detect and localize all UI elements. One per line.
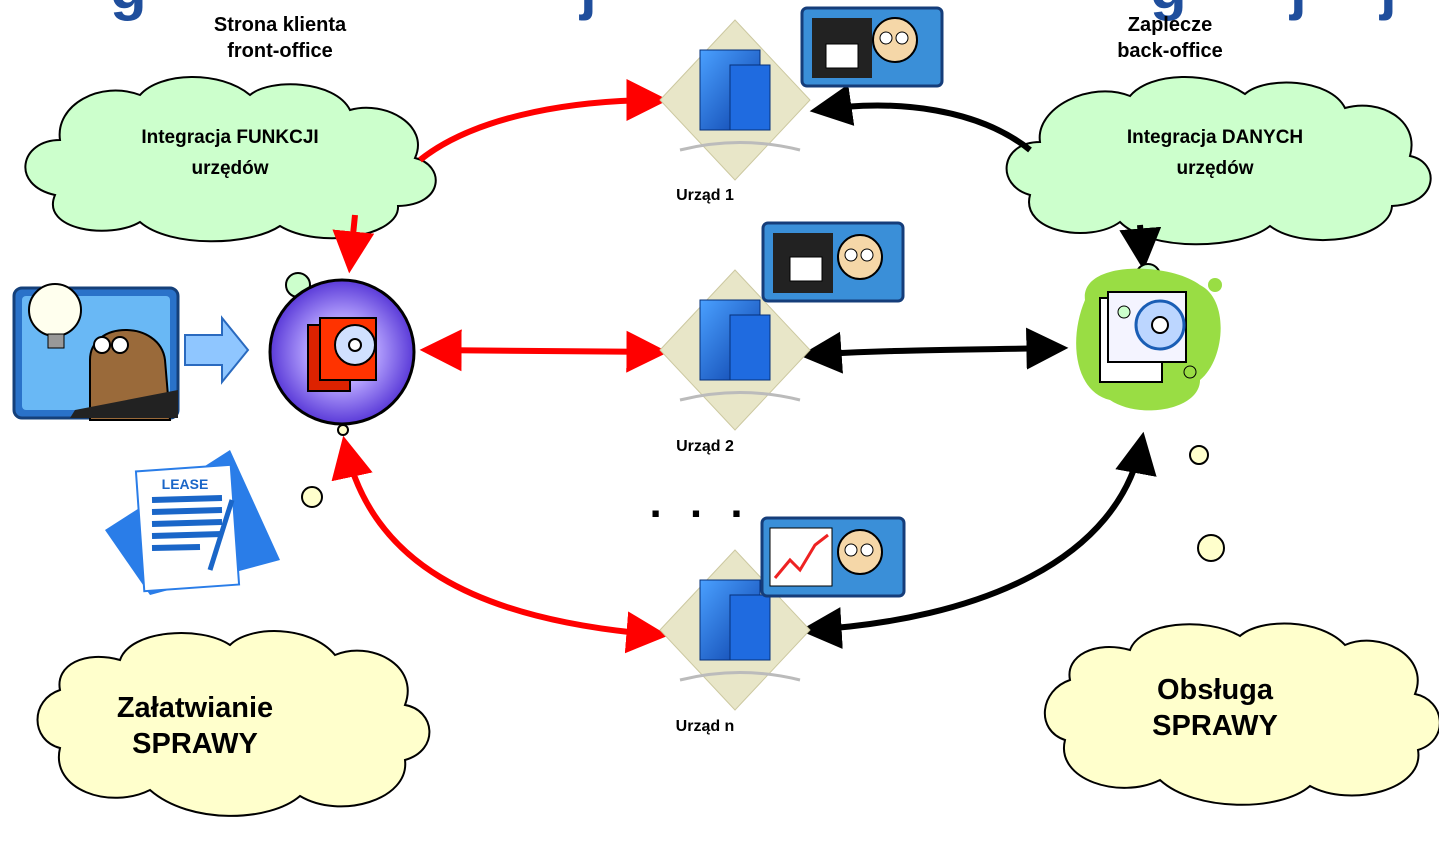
offices-ellipsis: . . . <box>649 478 751 527</box>
back-office-line2: back-office <box>1117 40 1223 62</box>
arrow-officen-backend <box>799 431 1157 650</box>
back-office-line1: Zaplecze <box>1127 14 1213 36</box>
front-office-heading: Strona klienta front-office <box>180 12 380 64</box>
title-fragment: g j g j j <box>110 0 1397 21</box>
office-label-1: Urząd 1 <box>676 187 734 204</box>
back-office-heading: Zaplecze back-office <box>1090 12 1250 64</box>
svg-text:g: g <box>110 0 147 21</box>
arrow-cloud-portal <box>332 214 375 274</box>
cloud-functions-line2: urzędów <box>191 158 269 179</box>
clerk-mail-icon-2 <box>761 221 905 303</box>
cloud-case-right-label: Obsługa SPRAWY <box>1110 672 1320 744</box>
cloud-case-left <box>36 630 431 817</box>
front-office-portal-icon <box>268 272 416 436</box>
cloud-functions <box>24 76 437 243</box>
svg-text:j: j <box>1379 0 1397 21</box>
lease-document-icon <box>105 450 280 595</box>
cloud-data-line1: Integracja DANYCH <box>1126 127 1304 148</box>
decorative-bubbles <box>301 445 1225 562</box>
office-building-icon-1 <box>659 19 811 181</box>
input-arrow-icon <box>184 315 250 385</box>
back-office-system-icon <box>1076 263 1222 411</box>
office-building-icon-2 <box>659 269 811 431</box>
cloud-data <box>1005 76 1432 246</box>
cloud-case-left-label: Załatwianie SPRAWY <box>90 690 300 762</box>
svg-text:j: j <box>579 0 597 21</box>
svg-text:j: j <box>1289 0 1307 21</box>
clerk-mail-icon-1 <box>800 6 944 88</box>
lease-label: LEASE <box>161 476 209 492</box>
black-arrows <box>799 84 1162 650</box>
cloud-data-line2: urzędów <box>1176 158 1254 179</box>
cloud-case-right <box>1043 622 1439 806</box>
office-label-2: Urząd 2 <box>676 438 734 455</box>
arrow-portal-office1 <box>418 79 669 163</box>
cloud-functions-line1: Integracja FUNKCJI <box>141 127 319 148</box>
cloud-data-label: Integracja DANYCH urzędów <box>1080 122 1350 184</box>
office-label-n: Urząd n <box>675 718 735 735</box>
arrow-portal-officen <box>331 435 669 654</box>
cloud-case-left-line1: Załatwianie <box>116 692 274 724</box>
cloud-case-right-line1: Obsługa <box>1156 674 1273 706</box>
cloud-case-right-line2: SPRAWY <box>1152 710 1278 742</box>
arrow-cloud-backend <box>1119 224 1162 271</box>
user-idea-icon <box>12 283 180 421</box>
cloud-case-left-line2: SPRAWY <box>132 728 258 760</box>
svg-text:g: g <box>1150 0 1187 21</box>
red-arrows <box>331 79 669 654</box>
clerk-chart-icon <box>760 516 906 598</box>
arrow-portal-office2 <box>419 329 669 373</box>
cloud-functions-label: Integracja FUNKCJI urzędów <box>95 122 365 184</box>
front-office-line2: front-office <box>227 40 333 62</box>
front-office-line1: Strona klienta <box>213 14 347 36</box>
arrow-backend-office1 <box>809 84 1032 153</box>
arrow-office2-backend <box>799 327 1069 374</box>
